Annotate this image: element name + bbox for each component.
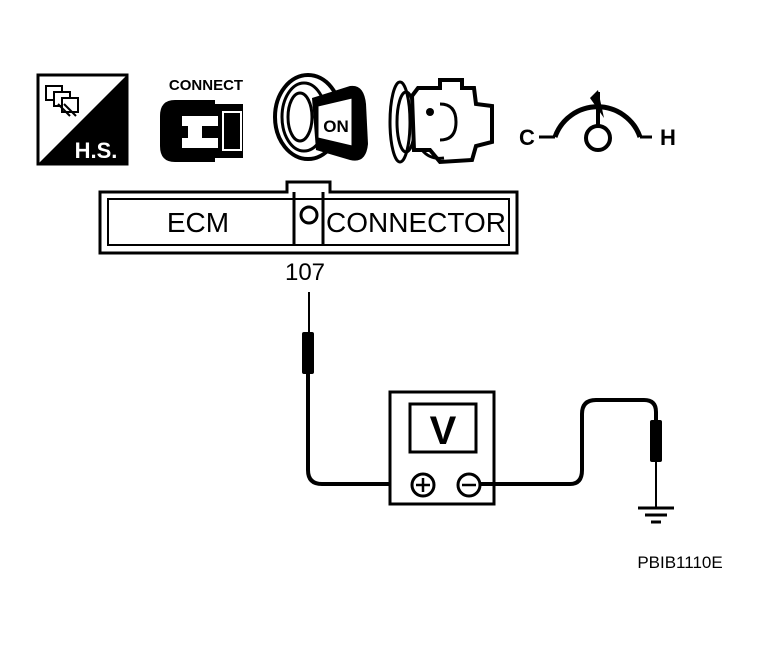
connector-connect-icon: CONNECT	[160, 77, 243, 162]
ecm-connector: ECM CONNECTOR	[98, 180, 519, 255]
voltmeter: V	[388, 390, 496, 506]
ignition-key-on-icon: ON	[273, 73, 368, 161]
hs-label: H.S.	[75, 138, 118, 163]
positive-probe	[302, 292, 405, 486]
engine-temperature-gauge-icon: C H	[519, 90, 676, 152]
figure-code: PBIB1110E	[637, 553, 722, 572]
terminal-number: 107	[285, 259, 325, 286]
positive-lead	[306, 374, 405, 486]
negative-lead	[480, 398, 658, 486]
connect-label: CONNECT	[169, 77, 243, 94]
connector-label: CONNECTOR	[326, 207, 506, 238]
connector-terminal-cavity	[299, 205, 319, 225]
ecm-label: ECM	[167, 207, 229, 238]
harness-schematic-icon: H.S.	[36, 73, 129, 166]
temp-hot-label: H	[660, 125, 676, 150]
engine-running-icon	[388, 78, 494, 165]
temp-cold-label: C	[519, 125, 535, 150]
voltmeter-unit: V	[430, 409, 457, 453]
voltmeter-display	[408, 402, 478, 454]
ground-probe	[480, 398, 662, 508]
ignition-on-label: ON	[323, 117, 349, 136]
ground-symbol	[638, 506, 674, 524]
